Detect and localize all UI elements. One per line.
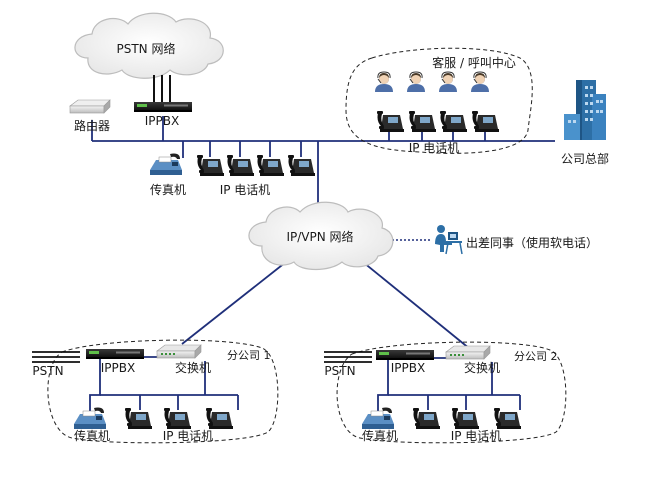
branch1-label: 分公司 1	[227, 349, 271, 362]
headquarters-building-icon	[564, 80, 606, 140]
ippbx-hq-device	[134, 102, 192, 112]
ip-phone-icon	[288, 155, 315, 176]
branch2-group	[336, 341, 567, 444]
branch1-group	[47, 339, 279, 444]
fax-b1-device	[73, 407, 107, 430]
ip-phones-b1-label: IP 电话机	[163, 429, 214, 443]
remote-worker-label: 出差同事（使用软电话）	[466, 235, 598, 250]
pstn-b2-label: PSTN	[324, 364, 355, 378]
ip-phone-icon	[206, 408, 233, 429]
ip-phone-icon	[413, 408, 440, 429]
vpn-to-branch2-link	[357, 257, 471, 350]
pstn-trunk-lines	[153, 75, 171, 103]
ip-vpn-cloud: IP/VPN 网络	[248, 201, 394, 271]
remote-worker-icon	[435, 225, 463, 255]
pstn-b1-label: PSTN	[32, 364, 63, 378]
fax-b2-device	[361, 407, 395, 430]
ip-phones-b2	[413, 408, 521, 429]
ip-vpn-cloud-label: IP/VPN 网络	[286, 229, 353, 244]
ip-phones-call-center	[377, 111, 499, 132]
ippbx-b1-device	[86, 349, 144, 359]
agent-icon	[374, 71, 394, 93]
fax-hq-device	[149, 153, 183, 176]
switch-b1-device	[156, 344, 202, 359]
fax-hq-label: 传真机	[150, 182, 186, 197]
ip-phones-b1	[125, 408, 233, 429]
fax-b1-label: 传真机	[74, 428, 110, 443]
ip-phone-icon	[377, 111, 404, 132]
switch-b2-label: 交换机	[464, 360, 500, 375]
ip-phones-hq-label: IP 电话机	[220, 183, 271, 197]
ip-phone-icon	[440, 111, 467, 132]
pstn-b1-lines	[32, 351, 80, 363]
ip-phone-icon	[164, 408, 191, 429]
branch2-label: 分公司 2	[514, 350, 558, 363]
agent-icon	[470, 71, 490, 93]
router-label: 路由器	[74, 118, 110, 133]
vpn-to-branch1-link	[181, 261, 287, 345]
router-device	[69, 99, 111, 114]
agent-icon	[406, 71, 426, 93]
ip-phone-icon	[409, 111, 436, 132]
pstn-cloud: PSTN 网络	[74, 12, 224, 79]
ippbx-b2-label: IPPBX	[391, 361, 425, 375]
ip-phones-hq	[197, 155, 315, 176]
ip-phone-icon	[125, 408, 152, 429]
ip-phone-icon	[227, 155, 254, 176]
ip-phone-icon	[494, 408, 521, 429]
b1-fax-link	[89, 357, 101, 412]
call-center-agents	[374, 71, 490, 93]
headquarters-label: 公司总部	[561, 151, 609, 166]
switch-b2-device	[445, 345, 491, 360]
switch-b1-label: 交换机	[175, 360, 211, 375]
ippbx-b1-label: IPPBX	[101, 361, 135, 375]
b2-fax-link	[377, 358, 389, 412]
pstn-cloud-label: PSTN 网络	[117, 41, 176, 56]
network-links	[89, 116, 555, 412]
call-center-label: 客服 / 呼叫中心	[432, 55, 516, 70]
ip-phones-b2-label: IP 电话机	[451, 429, 502, 443]
ip-phone-icon	[257, 155, 284, 176]
fax-b2-label: 传真机	[362, 428, 398, 443]
ippbx-b2-device	[376, 350, 434, 360]
ip-phone-icon	[472, 111, 499, 132]
ip-phone-icon	[197, 155, 224, 176]
ippbx-hq-label: IPPBX	[145, 114, 179, 128]
pstn-b2-lines	[324, 351, 372, 363]
ip-phones-cc-label: IP 电话机	[409, 141, 460, 155]
agent-icon	[438, 71, 458, 93]
call-center-group	[345, 47, 533, 154]
ip-phone-icon	[452, 408, 479, 429]
